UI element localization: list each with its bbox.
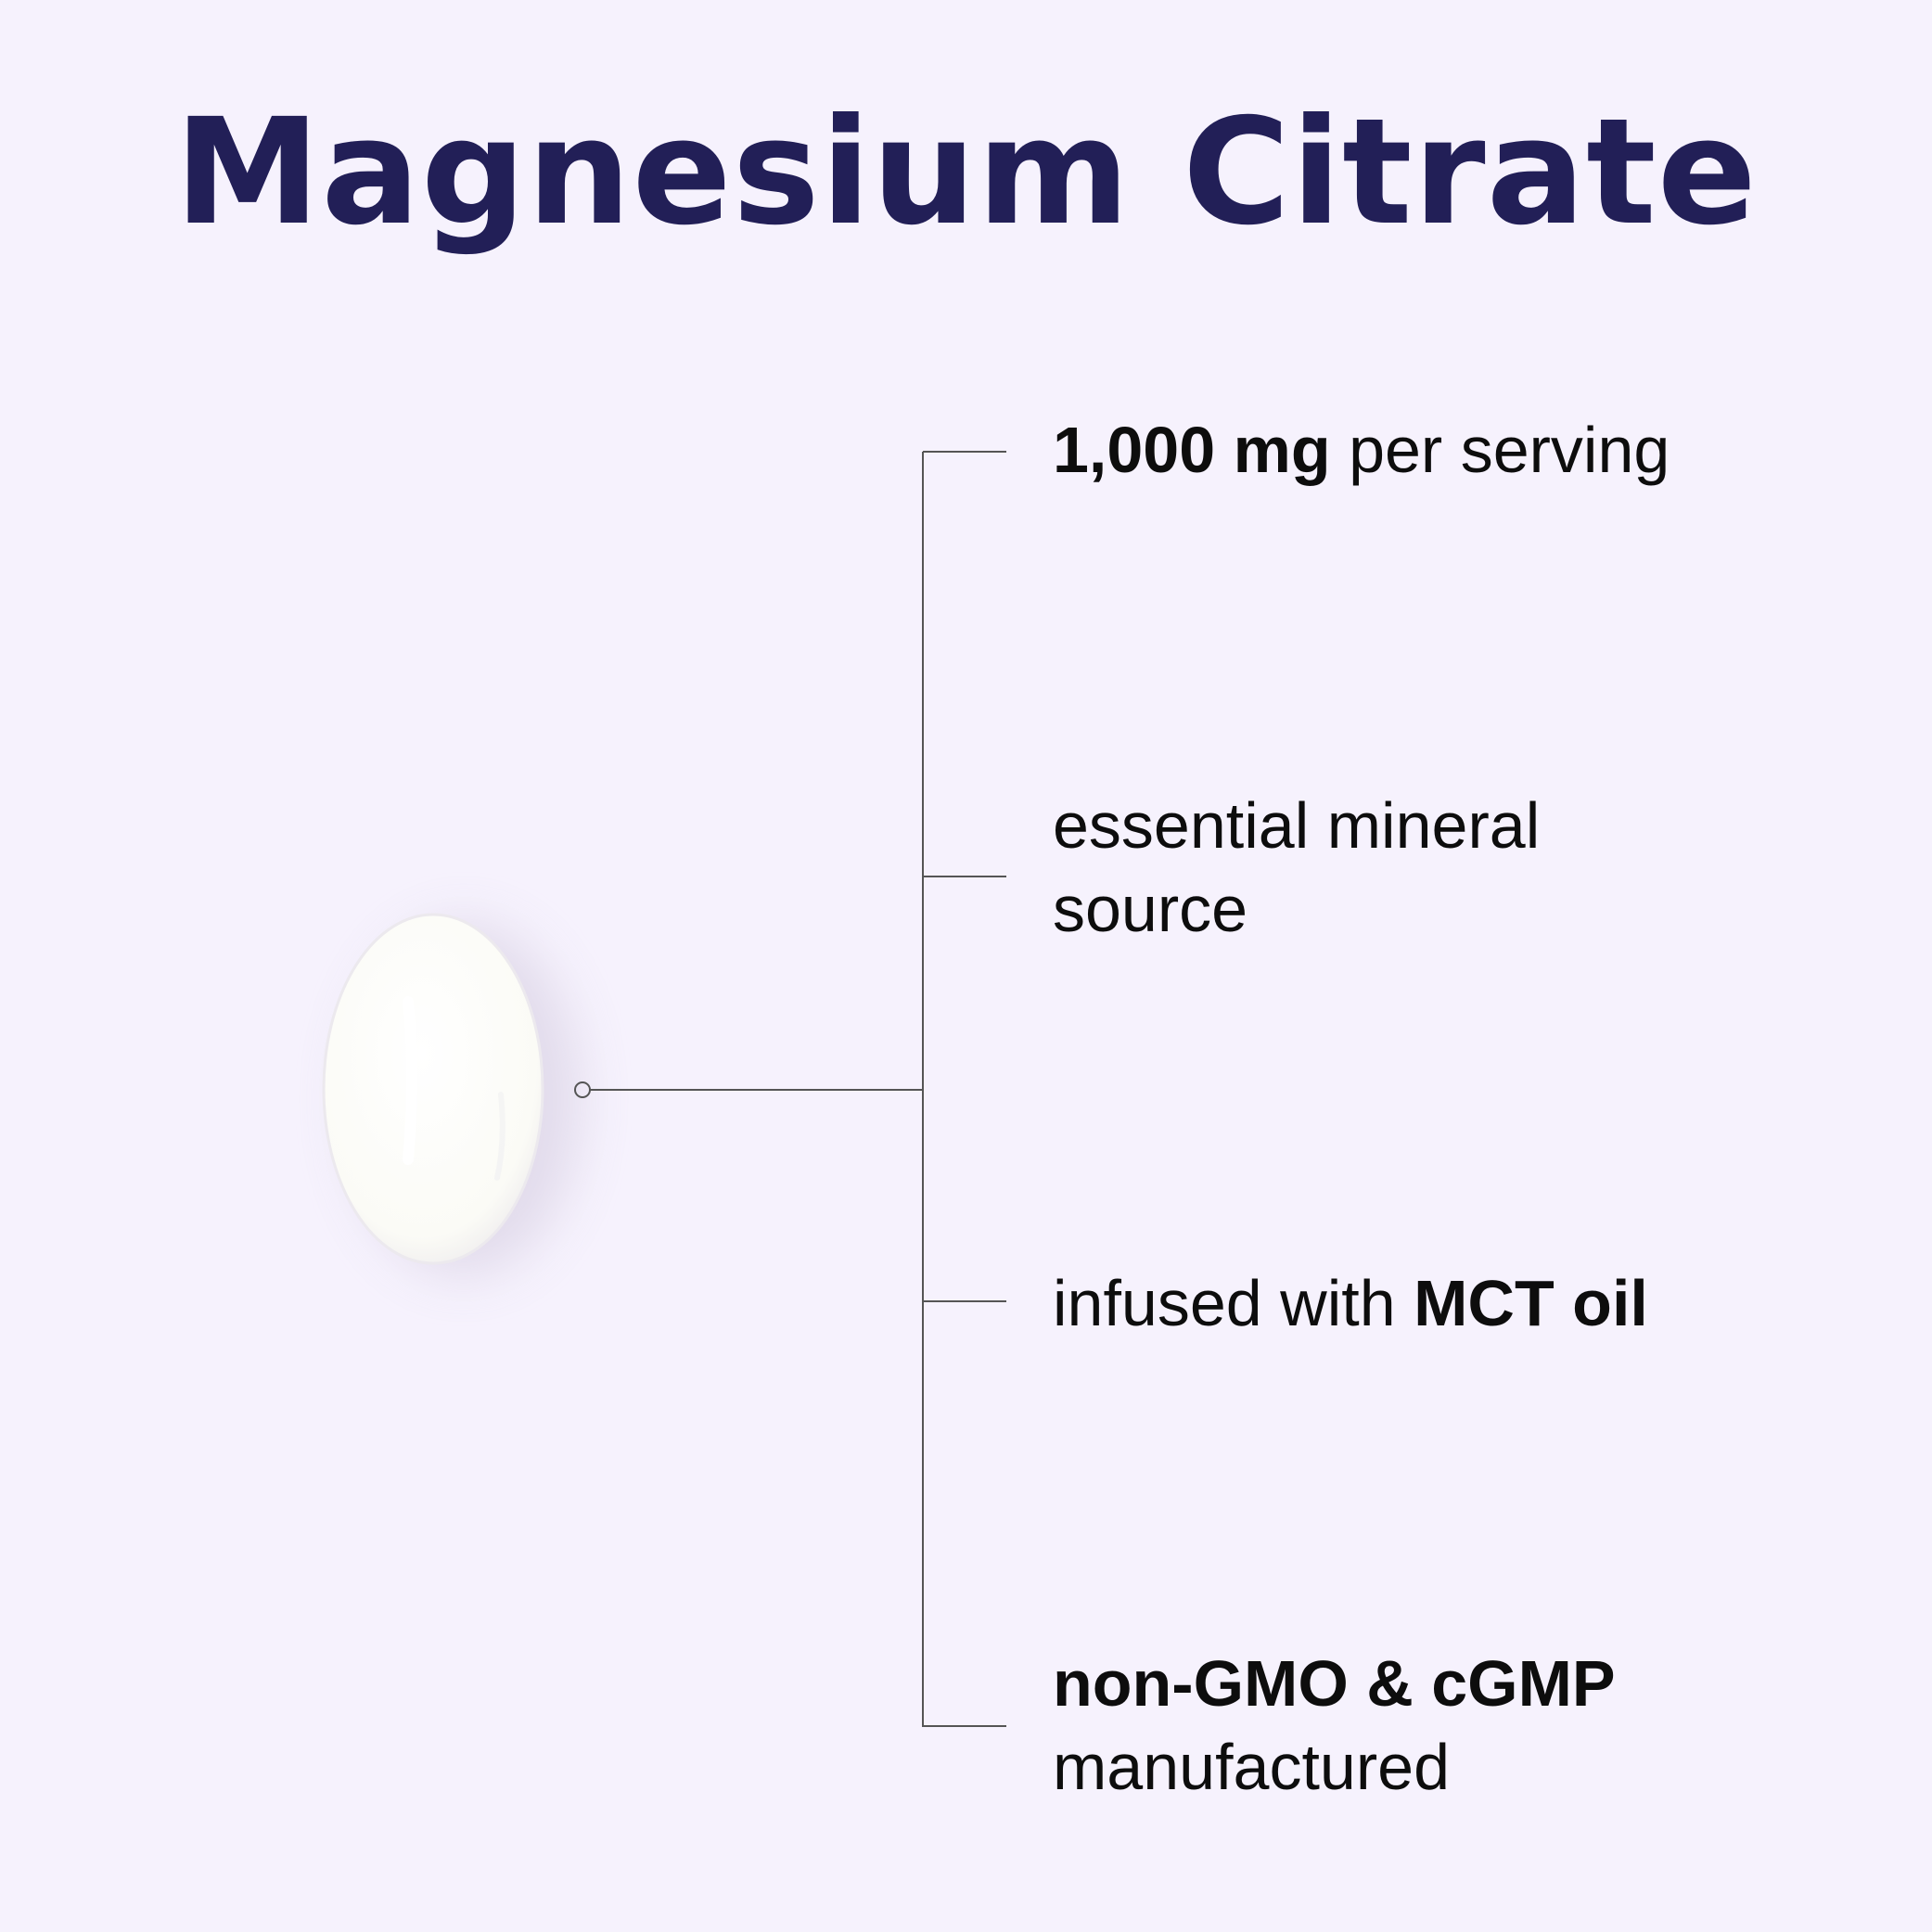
feature-mct-text: infused with [1053, 1267, 1414, 1339]
feature-mineral-source: essential mineral source [1053, 784, 1887, 951]
feature-dosage: 1,000 mg per serving [1053, 408, 1887, 492]
feature-dosage-text: per serving [1330, 414, 1670, 486]
feature-mct-oil: infused with MCT oil [1053, 1261, 1887, 1345]
product-title: Magnesium Citrate [174, 87, 1758, 258]
feature-mineral-line2: source [1053, 873, 1248, 945]
feature-manufacturing-bold: non-GMO & cGMP [1053, 1647, 1616, 1720]
softgel-capsule-image [322, 913, 580, 1275]
feature-mineral-line1: essential mineral [1053, 789, 1541, 862]
feature-dosage-bold: 1,000 mg [1053, 414, 1331, 486]
feature-manufacturing: non-GMO & cGMP manufactured [1053, 1642, 1887, 1809]
feature-manufacturing-line2: manufactured [1053, 1731, 1451, 1803]
feature-mct-bold: MCT oil [1414, 1267, 1648, 1339]
